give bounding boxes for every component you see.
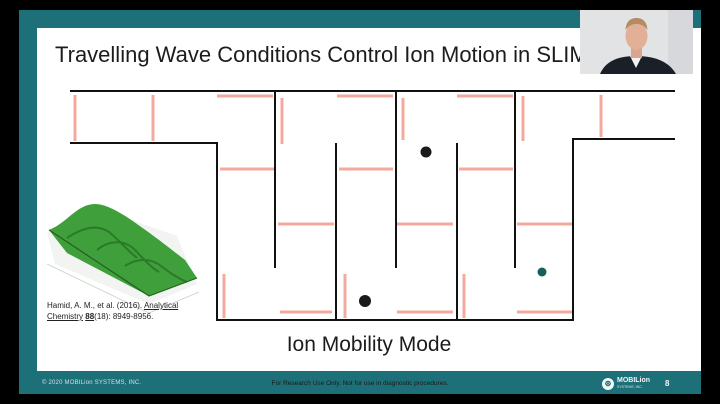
page-number: 8 xyxy=(665,379,669,388)
citation-journal-link-2[interactable]: Chemistry xyxy=(47,312,83,321)
slide-subtitle: Ion Mobility Mode xyxy=(37,333,701,357)
slim-device-image xyxy=(47,204,199,313)
logo-wordmark: MOBILion xyxy=(617,377,650,384)
mobilion-logo: ⊛ MOBILion SYSTEMS, INC. xyxy=(602,377,650,391)
logo-text: MOBILion SYSTEMS, INC. xyxy=(617,377,650,391)
ion-dot-bottom xyxy=(359,295,371,307)
mobilion-logo-icon: ⊛ xyxy=(602,378,614,390)
citation-authors: Hamid, A. M., et al. (2016). xyxy=(47,301,142,310)
logo-subtext: SYSTEMS, INC. xyxy=(617,384,650,391)
citation-journal-link[interactable]: Analytical xyxy=(144,301,178,310)
ion-dot-teal xyxy=(538,268,547,277)
presentation-slide: Travelling Wave Conditions Control Ion M… xyxy=(37,28,701,371)
citation-volume: 88 xyxy=(85,312,94,321)
presenter-video xyxy=(580,10,693,74)
citation: Hamid, A. M., et al. (2016). Analytical … xyxy=(47,300,197,322)
webcam-presenter xyxy=(580,10,693,74)
citation-pages: (18): 8949-8956. xyxy=(94,312,153,321)
ion-dot-top xyxy=(421,147,432,158)
